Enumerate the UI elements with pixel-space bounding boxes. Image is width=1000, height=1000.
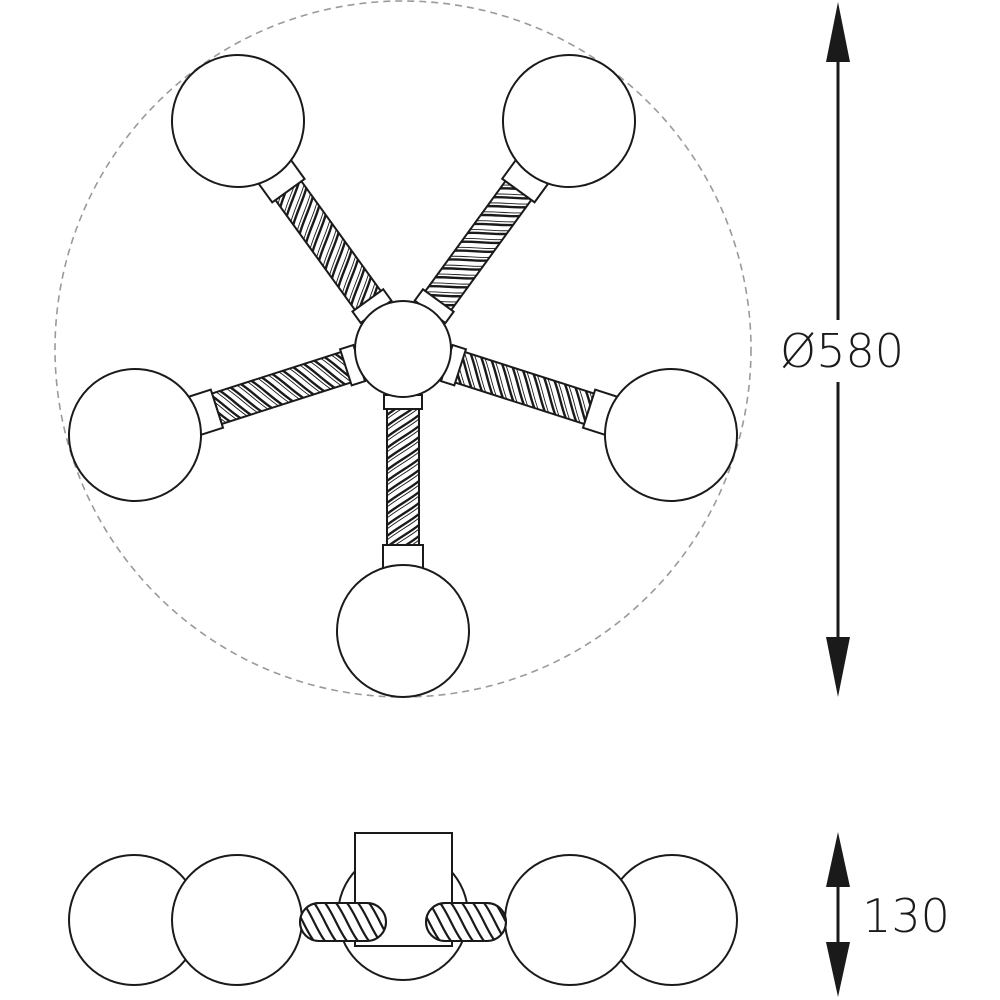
diameter-dimension: Ø580: [780, 2, 904, 697]
top-view: [54, 0, 752, 698]
globe: [67, 367, 202, 502]
height-label: 130: [862, 889, 950, 943]
side-view: [68, 832, 738, 986]
arrow-down-icon: [826, 637, 850, 697]
center-hub: [354, 300, 452, 398]
side-globe: [171, 854, 303, 986]
arm: [171, 53, 393, 325]
arm: [439, 343, 739, 502]
arm: [336, 394, 470, 698]
side-globe: [504, 854, 636, 986]
arrow-down-icon: [826, 942, 850, 997]
arrow-up-icon: [826, 832, 850, 887]
globe: [604, 367, 739, 502]
globe: [171, 53, 306, 188]
arms-group: [67, 53, 739, 698]
arm: [413, 53, 637, 325]
height-dimension: 130: [826, 832, 950, 997]
arm: [67, 343, 367, 502]
diameter-label: Ø580: [780, 324, 904, 378]
globe: [336, 564, 470, 698]
arrow-up-icon: [826, 2, 850, 62]
globe: [502, 53, 637, 188]
